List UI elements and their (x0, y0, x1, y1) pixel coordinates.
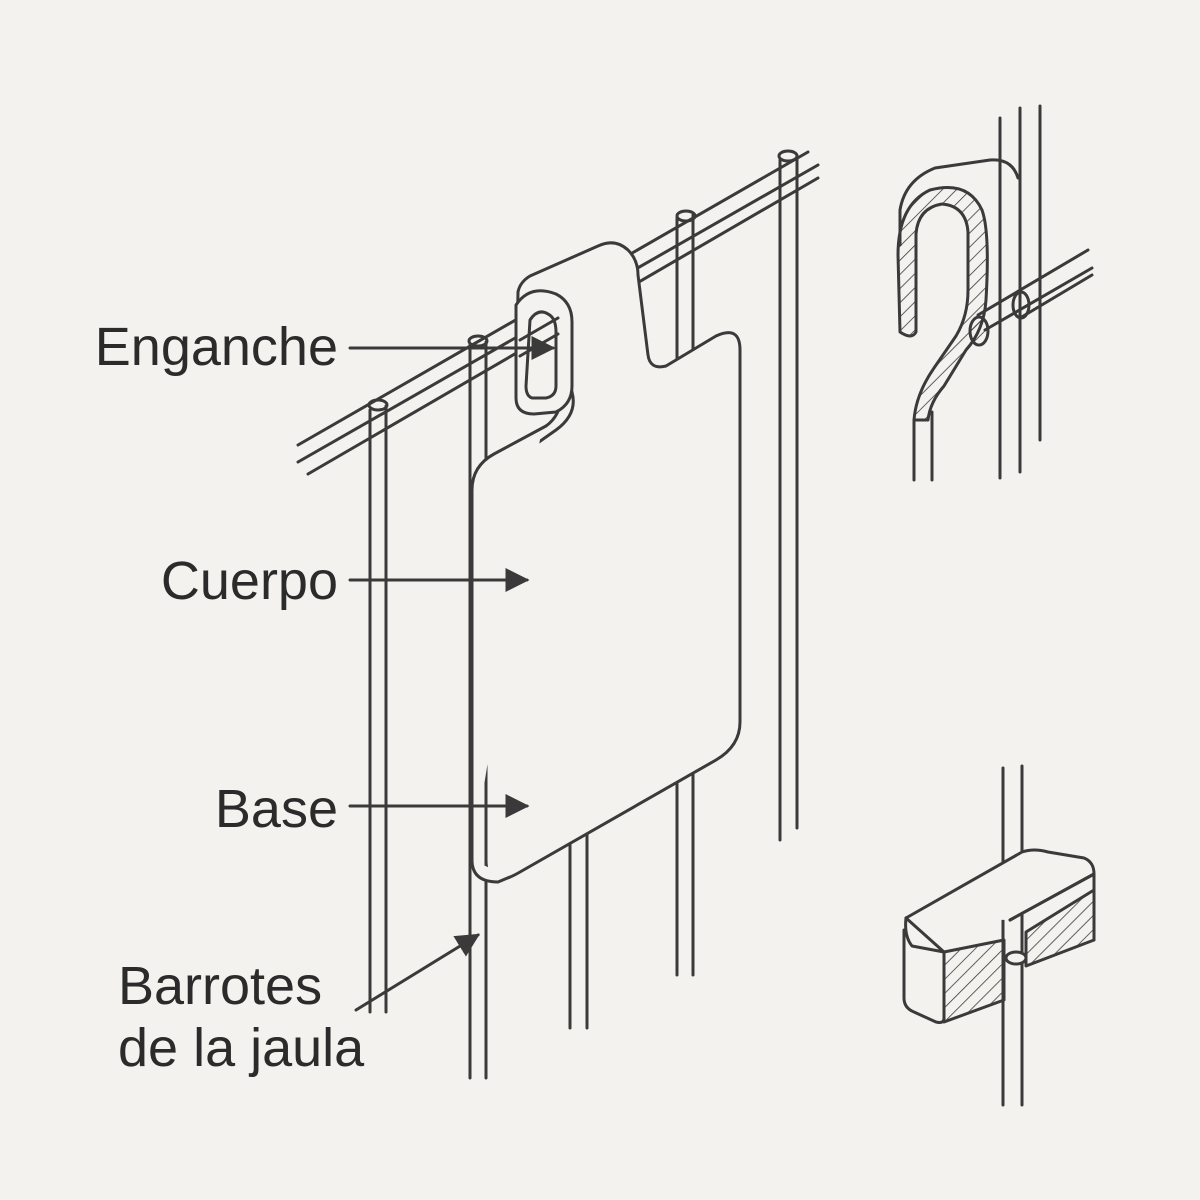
label-base: Base (214, 779, 338, 839)
label-cage-bars-line2: de la jaula (118, 1018, 365, 1078)
label-body: Cuerpo (160, 551, 338, 611)
cage-bar-top (467, 334, 489, 348)
detail-rail-end (1011, 290, 1031, 320)
detail-bar (1001, 764, 1024, 1107)
callouts (348, 336, 556, 1012)
hook-profile-leg (912, 410, 934, 482)
hook-profile-back (898, 158, 1020, 247)
label-cage-bars-line1: Barrotes (118, 956, 323, 1016)
hook-contact-point (968, 315, 990, 347)
base-block-front (902, 916, 946, 1024)
hook-profile-section (896, 186, 989, 422)
cage-bar-top (777, 149, 799, 163)
base-block-edge (904, 872, 1096, 954)
hook-detail (896, 104, 1094, 482)
base-bar-through (1004, 950, 1028, 966)
base-detail (902, 764, 1096, 1107)
label-hook: Enganche (94, 317, 338, 377)
detail-rail (976, 248, 1094, 332)
cage-bar (368, 404, 388, 1014)
base-block-top (904, 848, 1096, 922)
label-cage-bars: Barrotes de la jaula (118, 955, 364, 1079)
bars-leader (354, 933, 481, 1012)
cage-bar (568, 828, 589, 1030)
base-block-section (942, 938, 1006, 1024)
cage-bar (778, 155, 799, 842)
